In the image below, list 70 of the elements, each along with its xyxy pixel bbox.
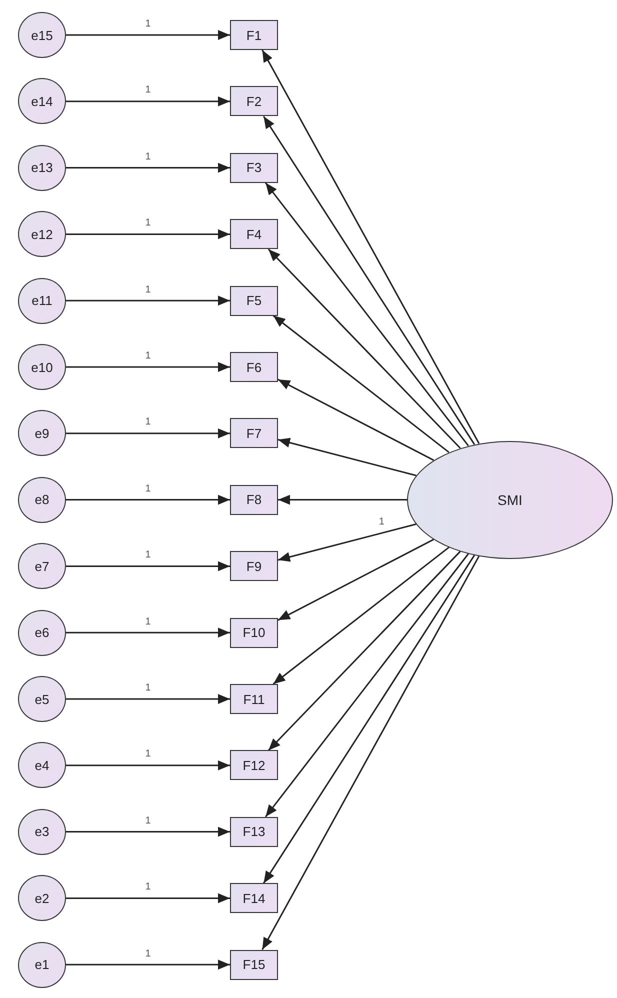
box-node: F3 bbox=[230, 152, 278, 183]
box-node: F14 bbox=[230, 883, 278, 914]
arrow bbox=[66, 428, 230, 438]
circle-node: e7 bbox=[18, 543, 66, 590]
arrow bbox=[66, 960, 230, 970]
edge-label: 1 bbox=[144, 616, 152, 628]
arrow bbox=[66, 229, 230, 240]
arrow bbox=[262, 50, 480, 444]
arrow bbox=[262, 556, 480, 950]
edge-label: 1 bbox=[144, 18, 152, 30]
arrow bbox=[278, 378, 434, 461]
box-node: F6 bbox=[230, 352, 278, 382]
circle-node: e2 bbox=[18, 875, 66, 922]
edge-label: 1 bbox=[144, 483, 152, 494]
arrow bbox=[278, 538, 434, 621]
arrow bbox=[272, 315, 450, 453]
edge-label: 1 bbox=[144, 815, 152, 826]
arrow bbox=[66, 826, 230, 837]
circle-node: e11 bbox=[18, 278, 66, 324]
arrow bbox=[263, 554, 476, 884]
arrow bbox=[278, 494, 407, 505]
arrow bbox=[66, 494, 230, 505]
box-node: F11 bbox=[230, 684, 278, 714]
edge-label: 1 bbox=[144, 284, 152, 296]
arrow bbox=[268, 248, 461, 449]
arrow bbox=[66, 893, 230, 904]
circle-node: e9 bbox=[18, 410, 66, 456]
circle-node: e6 bbox=[18, 610, 66, 656]
arrow bbox=[66, 760, 230, 770]
box-node: F9 bbox=[230, 551, 278, 582]
arrow bbox=[268, 550, 461, 751]
arrow bbox=[264, 182, 469, 446]
arrow bbox=[66, 162, 230, 173]
arrow bbox=[263, 116, 476, 445]
circle-node: e4 bbox=[18, 742, 66, 788]
arrow bbox=[272, 546, 450, 685]
box-node: F5 bbox=[230, 286, 278, 316]
arrow bbox=[66, 561, 230, 572]
arrow bbox=[278, 438, 416, 476]
arrow bbox=[66, 362, 230, 372]
edge-label: 1 bbox=[144, 151, 152, 162]
circle-node: e8 bbox=[18, 476, 66, 523]
ellipse-node: SMI bbox=[407, 440, 613, 559]
box-node: F15 bbox=[230, 950, 278, 980]
circle-node: e10 bbox=[18, 344, 66, 390]
box-node: F12 bbox=[230, 750, 278, 780]
arrow bbox=[66, 628, 230, 638]
box-node: F4 bbox=[230, 219, 278, 250]
circle-node: e12 bbox=[18, 211, 66, 258]
edge-label: 1 bbox=[144, 350, 152, 362]
box-node: F8 bbox=[230, 484, 278, 515]
circle-node: e1 bbox=[18, 942, 66, 988]
edge-label: 1 bbox=[144, 948, 152, 960]
arrow bbox=[66, 296, 230, 306]
box-node: F1 bbox=[230, 20, 278, 50]
arrow bbox=[66, 30, 230, 40]
circle-node: e5 bbox=[18, 676, 66, 722]
box-node: F2 bbox=[230, 86, 278, 116]
edge-label: 1 bbox=[144, 682, 152, 694]
box-node: F10 bbox=[230, 618, 278, 648]
arrow bbox=[278, 523, 416, 562]
circle-node: e3 bbox=[18, 808, 66, 855]
box-node: F7 bbox=[230, 418, 278, 448]
arrow bbox=[66, 96, 230, 106]
circle-node: e14 bbox=[18, 78, 66, 124]
box-node: F13 bbox=[230, 816, 278, 847]
circle-node: e13 bbox=[18, 144, 66, 191]
circle-node: e15 bbox=[18, 12, 66, 58]
arrow bbox=[264, 553, 469, 818]
arrow bbox=[66, 694, 230, 704]
